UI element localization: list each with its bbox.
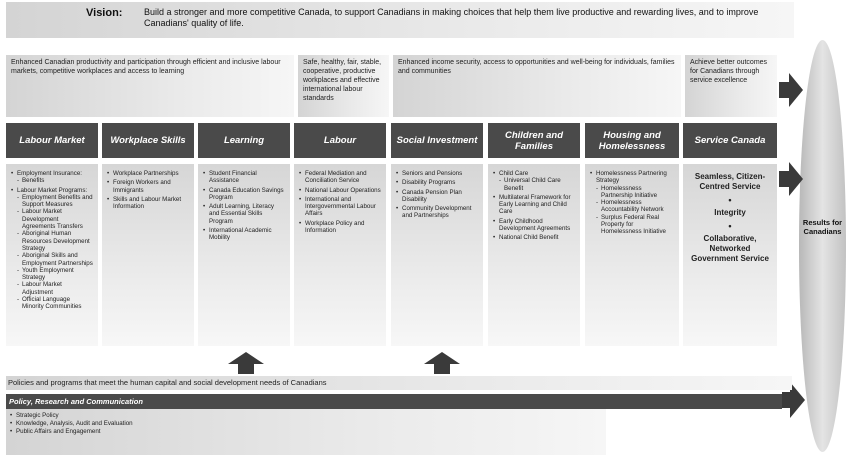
policy-research-communication-bar: Policy, Research and Communication xyxy=(6,394,782,409)
arrow-right-service-icon xyxy=(779,162,803,196)
program-subitem: Aboriginal Human Resources Development S… xyxy=(11,230,93,252)
program-item: Workplace Policy and Information xyxy=(299,220,381,235)
program-subitem: Labour Market Development Agreements Tra… xyxy=(11,208,93,230)
outcome-service-excellence: Achieve better outcomes for Canadians th… xyxy=(685,55,777,117)
program-item: Canada Education Savings Program xyxy=(203,187,285,202)
program-item: Homelessness Partnering Strategy xyxy=(590,170,674,185)
program-item: Community Development and Partnerships xyxy=(396,205,478,220)
vision-label: Vision: xyxy=(86,7,123,19)
program-item: National Child Benefit xyxy=(493,234,575,242)
program-item: International Academic Mobility xyxy=(203,227,285,242)
program-item: Disability Programs xyxy=(396,179,478,187)
program-subitem: Homelessness Partnership Initiative xyxy=(590,185,674,200)
policy-item: Knowledge, Analysis, Audit and Evaluatio… xyxy=(10,420,602,428)
header-social-investment: Social Investment xyxy=(391,123,483,158)
policy-item: Public Affairs and Engagement xyxy=(10,428,602,436)
column-labour: Federal Mediation and Conciliation Servi… xyxy=(294,164,386,346)
service-seamless: Seamless, Citizen-Centred Service xyxy=(694,172,766,191)
service-integrity: Integrity xyxy=(714,208,746,217)
program-subitem: Labour Market Adjustment xyxy=(11,281,93,296)
policies-banner: Policies and programs that meet the huma… xyxy=(6,376,792,390)
column-housing-homelessness: Homelessness Partnering StrategyHomeless… xyxy=(585,164,679,346)
header-housing-homelessness: Housing and Homelessness xyxy=(585,123,679,158)
program-item: Foreign Workers and Immigrants xyxy=(107,179,189,194)
program-item: Multilateral Framework for Early Learnin… xyxy=(493,194,575,216)
program-item: Federal Mediation and Conciliation Servi… xyxy=(299,170,381,185)
service-bullet-2: • xyxy=(728,221,732,231)
program-item: Labour Market Programs: xyxy=(11,187,93,195)
program-subitem: Surplus Federal Real Property for Homele… xyxy=(590,214,674,236)
vision-banner: Vision: Build a stronger and more compet… xyxy=(6,2,794,38)
arrow-up-right-icon xyxy=(424,352,460,374)
arrow-right-outcomes-icon xyxy=(779,73,803,107)
program-subitem: Official Language Minority Communities xyxy=(11,296,93,311)
program-item: Canada Pension Plan Disability xyxy=(396,189,478,204)
column-social-investment: Seniors and PensionsDisability ProgramsC… xyxy=(391,164,483,346)
header-service-canada: Service Canada xyxy=(683,123,777,158)
program-subitem: Aboriginal Skills and Employment Partner… xyxy=(11,252,93,267)
program-item: Early Childhood Development Agreements xyxy=(493,218,575,233)
column-children-families: Child CareUniversal Child Care BenefitMu… xyxy=(488,164,580,346)
header-labour: Labour xyxy=(294,123,386,158)
results-label: Results for Canadians xyxy=(802,218,843,236)
program-subitem: Youth Employment Strategy xyxy=(11,267,93,282)
policy-item: Strategic Policy xyxy=(10,412,602,420)
policy-items-panel: Strategic PolicyKnowledge, Analysis, Aud… xyxy=(6,409,606,455)
program-subitem: Homelessness Accountability Network xyxy=(590,199,674,214)
outcome-income-security: Enhanced income security, access to oppo… xyxy=(393,55,681,117)
column-learning: Student Financial AssistanceCanada Educa… xyxy=(198,164,290,346)
program-subitem: Universal Child Care Benefit xyxy=(493,177,575,192)
vision-statement: Build a stronger and more competitive Ca… xyxy=(144,7,759,28)
column-labour-market: Employment Insurance:BenefitsLabour Mark… xyxy=(6,164,98,346)
program-item: Child Care xyxy=(493,170,575,178)
program-item: Student Financial Assistance xyxy=(203,170,285,185)
program-item: Skills and Labour Market Information xyxy=(107,196,189,211)
arrow-right-policy-icon xyxy=(782,382,805,418)
program-item: Adult Learning, Literacy and Essential S… xyxy=(203,203,285,225)
program-item: Seniors and Pensions xyxy=(396,170,478,178)
service-bullet-1: • xyxy=(728,195,732,205)
program-item: International and Intergovernmental Labo… xyxy=(299,196,381,218)
header-learning: Learning xyxy=(198,123,290,158)
header-labour-market: Labour Market xyxy=(6,123,98,158)
program-item: Employment Insurance: xyxy=(11,170,93,178)
header-workplace-skills: Workplace Skills xyxy=(102,123,194,158)
program-subitem: Benefits xyxy=(11,177,93,185)
column-workplace-skills: Workplace PartnershipsForeign Workers an… xyxy=(102,164,194,346)
program-item: Workplace Partnerships xyxy=(107,170,189,178)
program-subitem: Employment Benefits and Support Measures xyxy=(11,194,93,209)
program-item: National Labour Operations xyxy=(299,187,381,195)
outcome-productivity: Enhanced Canadian productivity and parti… xyxy=(6,55,294,117)
arrow-up-left-icon xyxy=(228,352,264,374)
results-oval: Results for Canadians xyxy=(799,40,846,452)
service-collaborative: Collaborative, Networked Government Serv… xyxy=(691,234,769,263)
outcome-workplaces: Safe, healthy, fair, stable, cooperative… xyxy=(298,55,389,117)
header-children-families: Children and Families xyxy=(488,123,580,158)
column-service-canada: Seamless, Citizen-Centred Service • Inte… xyxy=(683,164,777,346)
